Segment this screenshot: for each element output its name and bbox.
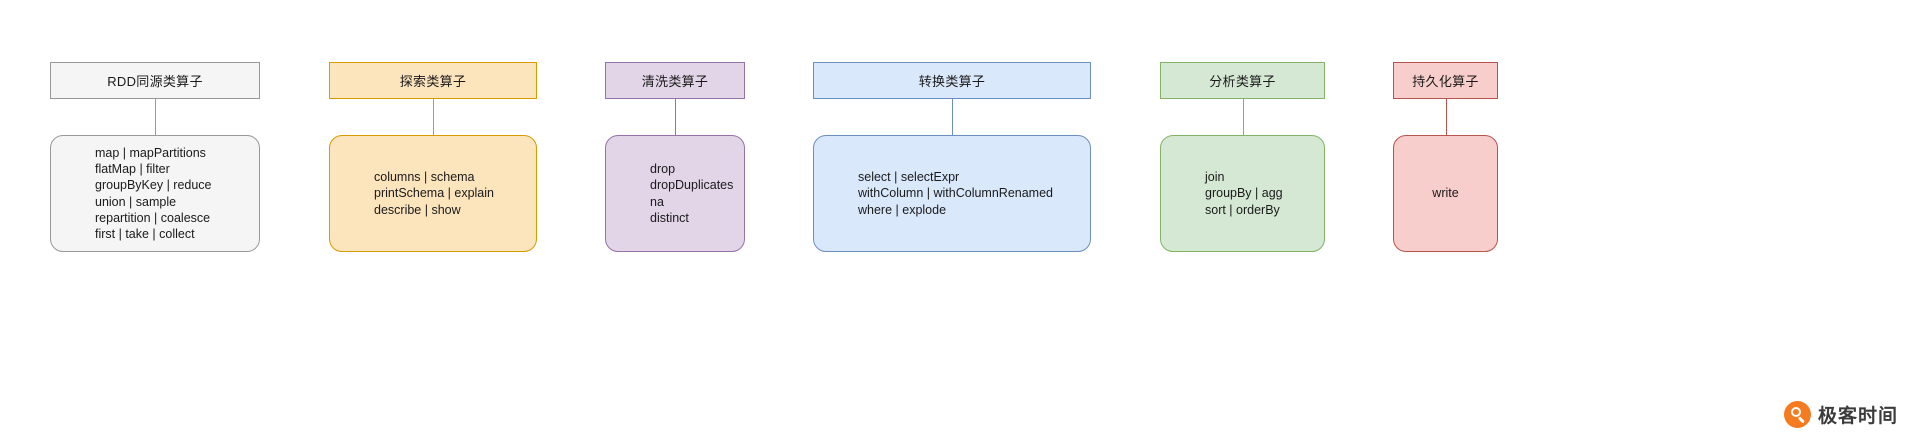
group-header-rdd[interactable]: RDD同源类算子 bbox=[50, 62, 260, 99]
connector-line-explore bbox=[433, 99, 434, 135]
connector-line-clean bbox=[675, 99, 676, 135]
connector-line-persist bbox=[1446, 99, 1447, 135]
group-header-clean[interactable]: 清洗类算子 bbox=[605, 62, 745, 99]
group-content-analyze[interactable]: join groupBy | agg sort | orderBy bbox=[1160, 135, 1325, 252]
magnifier-icon bbox=[1783, 401, 1811, 428]
connector-line-analyze bbox=[1243, 99, 1244, 135]
connector-line-transform bbox=[952, 99, 953, 135]
operator-list-clean: drop dropDuplicates na distinct bbox=[650, 162, 734, 225]
group-content-clean[interactable]: drop dropDuplicates na distinct bbox=[605, 135, 745, 252]
operator-list-rdd: map | mapPartitions flatMap | filter gro… bbox=[95, 145, 212, 241]
group-content-rdd[interactable]: map | mapPartitions flatMap | filter gro… bbox=[50, 135, 260, 252]
operator-list-analyze: join groupBy | agg sort | orderBy bbox=[1205, 170, 1283, 217]
watermark: 极客时间 bbox=[1783, 401, 1898, 428]
group-header-transform[interactable]: 转换类算子 bbox=[813, 62, 1091, 99]
watermark-label: 极客时间 bbox=[1817, 406, 1898, 427]
operator-list-explore: columns | schema printSchema | explain d… bbox=[374, 170, 494, 217]
connector-line-rdd bbox=[155, 99, 156, 135]
operator-list-transform: select | selectExpr withColumn | withCol… bbox=[858, 170, 1053, 217]
group-content-persist[interactable]: write bbox=[1393, 135, 1498, 252]
group-header-analyze[interactable]: 分析类算子 bbox=[1160, 62, 1325, 99]
group-header-explore[interactable]: 探索类算子 bbox=[329, 62, 537, 99]
group-header-persist[interactable]: 持久化算子 bbox=[1393, 62, 1498, 99]
group-content-transform[interactable]: select | selectExpr withColumn | withCol… bbox=[813, 135, 1091, 252]
group-content-explore[interactable]: columns | schema printSchema | explain d… bbox=[329, 135, 537, 252]
operator-list-persist: write bbox=[1432, 186, 1459, 201]
